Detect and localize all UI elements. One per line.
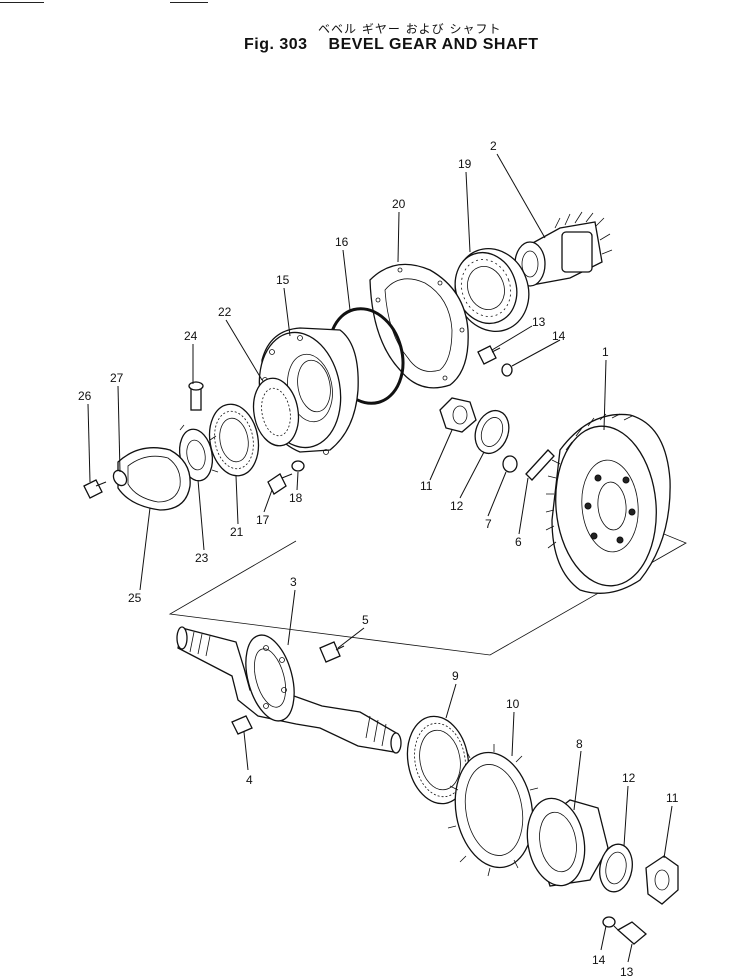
callout-4: 4 (246, 773, 253, 787)
part-sleeve (526, 797, 609, 887)
part-washer-14-lower (602, 916, 616, 928)
part-bearing-cup (252, 377, 300, 447)
part-bearing-cone (208, 403, 260, 477)
figure-name: BEVEL GEAR AND SHAFT (328, 36, 539, 53)
callout-15: 15 (276, 273, 290, 287)
part-bolt-4 (231, 715, 253, 735)
part-lock-plate-12-upper (474, 409, 510, 455)
part-pinion (514, 211, 613, 287)
callout-2: 2 (490, 139, 497, 153)
callout-21: 21 (230, 525, 244, 539)
callout-1: 1 (602, 345, 609, 359)
part-bearing-lower (406, 715, 470, 805)
callout-12-upper: 12 (450, 499, 464, 513)
callout-22: 22 (218, 305, 232, 319)
top-rule-left (0, 2, 44, 3)
figure-title: Fig. 303 BEVEL GEAR AND SHAFT (244, 36, 539, 54)
callout-12-lower: 12 (622, 771, 636, 785)
callout-14-upper: 14 (552, 329, 566, 343)
part-washer-14-upper (501, 363, 513, 377)
figure-number: Fig. 303 (244, 36, 308, 53)
part-nut-7 (502, 455, 518, 473)
callout-17: 17 (256, 513, 270, 527)
part-bearing-upper (454, 248, 530, 332)
part-bolt-13-lower (613, 921, 648, 945)
callout-6: 6 (515, 535, 522, 549)
callout-20: 20 (392, 197, 406, 211)
callout-16: 16 (335, 235, 349, 249)
header: ベベル ギヤー および シャフト Fig. 303 BEVEL GEAR AND… (0, 0, 750, 60)
callout-24: 24 (184, 329, 198, 343)
callout-10: 10 (506, 697, 520, 711)
callout-5: 5 (362, 613, 369, 627)
callout-14-lower: 14 (592, 953, 606, 967)
callout-13-upper: 13 (532, 315, 546, 329)
part-washer-18 (291, 460, 305, 472)
callout-11-lower: 11 (666, 791, 679, 805)
callout-27: 27 (110, 371, 124, 385)
callout-23: 23 (195, 551, 209, 565)
callout-25: 25 (128, 591, 142, 605)
part-cover (117, 447, 191, 511)
callout-9: 9 (452, 669, 459, 683)
callout-26: 26 (78, 389, 92, 403)
part-nut-11-lower (645, 855, 679, 905)
leader-lines (87, 153, 673, 963)
part-bolt-24 (188, 381, 204, 411)
part-nut-11-upper (439, 397, 477, 433)
callout-11-upper: 11 (420, 479, 433, 493)
callout-19: 19 (458, 157, 472, 171)
callout-3: 3 (290, 575, 297, 589)
part-bolt-26 (83, 479, 107, 499)
callout-labels: 2 19 20 16 15 22 24 27 26 13 14 1 11 12 … (78, 139, 679, 979)
part-washer-27 (112, 469, 128, 487)
part-bolt-5 (319, 641, 345, 663)
part-lock-plate-6 (525, 449, 555, 481)
callout-18: 18 (289, 491, 303, 505)
top-rule-right (170, 2, 208, 3)
part-bolt-13-upper (477, 345, 501, 365)
title-kana: ベベル ギヤー および シャフト (318, 22, 502, 36)
callout-8: 8 (576, 737, 583, 751)
callout-13-lower: 13 (620, 965, 634, 979)
part-lock-plate-12-lower (599, 843, 633, 893)
part-bevel-gear (545, 413, 671, 594)
part-shaft (176, 626, 402, 754)
part-shim (369, 263, 469, 389)
part-lock-ring (447, 744, 539, 877)
callout-7: 7 (485, 517, 492, 531)
